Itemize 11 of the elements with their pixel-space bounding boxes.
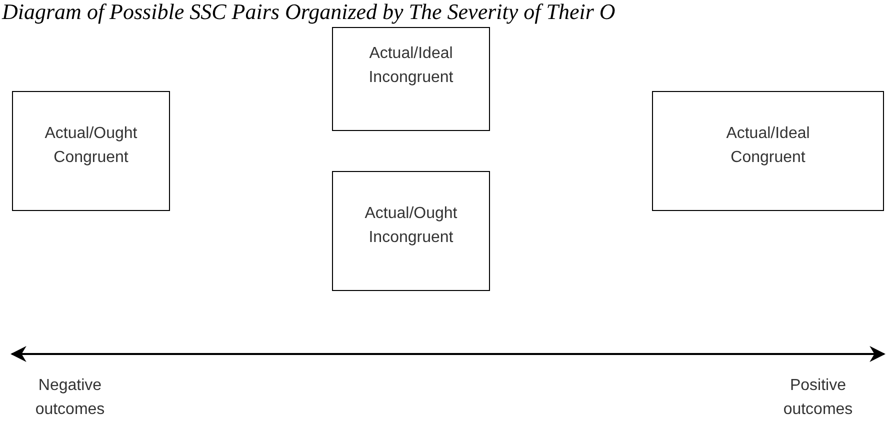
category-box [652,91,884,211]
category-box [12,91,170,211]
diagram-title: Diagram of Possible SSC Pairs Organized by The Severity of Their O [2,0,616,24]
axis-end-label: Negative outcomes [34,376,106,420]
axis-end-label: Positive outcomes [782,376,854,420]
category-box [332,171,490,291]
category-box [332,27,490,131]
box-label: Actual/Ought Congruent [44,124,138,168]
box-label: Actual/Ideal Incongruent [368,44,454,88]
box-label: Actual/Ideal Congruent [725,124,811,168]
box-label: Actual/Ought Incongruent [364,204,458,248]
